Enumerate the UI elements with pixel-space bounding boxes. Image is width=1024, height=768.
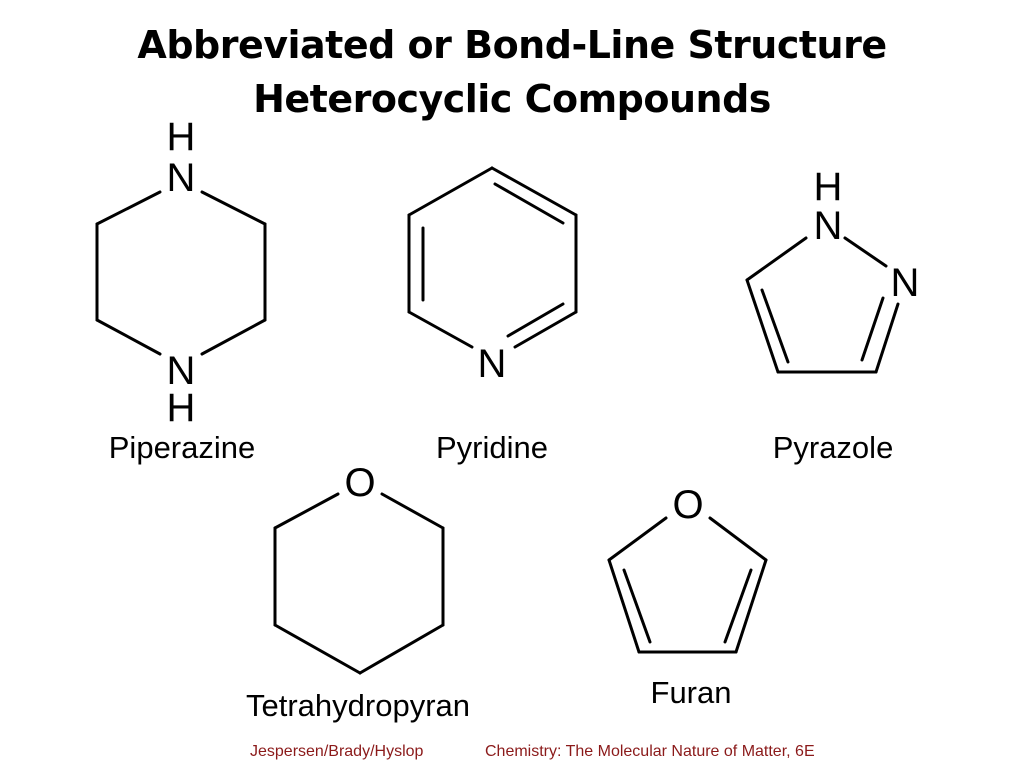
pyridine-n: N [478,342,507,386]
bond [380,492,445,530]
bond [874,302,900,374]
pyrazole-n1: N [814,204,843,248]
footer-authors: Jespersen/Brady/Hyslop [250,743,424,760]
bond [607,516,668,562]
piperazine-structure: H N N H [95,115,267,430]
tetrahydropyran-o: O [344,461,375,505]
tetrahydropyran-label: Tetrahydropyran [245,688,471,723]
pyridine-structure: N [407,166,578,386]
pyrazole-n2: N [891,261,920,305]
bond [513,310,578,349]
double-bond-inner [723,568,753,644]
title-line-2: Heterocyclic Compounds [253,77,771,121]
piperazine-h-top: H [167,115,196,159]
piperazine-label: Piperazine [108,430,256,465]
bond [273,623,362,675]
piperazine-n-top: N [167,156,196,200]
slide-title: Abbreviated or Bond-Line Structure Heter… [0,18,1024,126]
bond [95,318,162,356]
furan-label: Furan [650,675,732,710]
bond [407,166,494,217]
pyrazole-h: H [814,165,843,209]
pyrazole-structure: H N N [745,165,920,374]
bond [745,236,808,282]
furan-o: O [672,483,703,527]
furan-structure: O [607,483,768,654]
bond [734,558,768,654]
title-line-1: Abbreviated or Bond-Line Structure [137,23,887,67]
bond [490,166,578,217]
piperazine-h-bottom: H [167,386,196,430]
double-bond-inner [493,182,565,225]
bond [407,310,474,349]
double-bond-inner [622,568,652,644]
bond [95,190,162,226]
double-bond-inner [760,288,790,364]
bond [745,278,780,374]
double-bond-inner [506,302,565,338]
piperazine-n-bottom: N [167,349,196,393]
bond [200,318,267,356]
pyridine-label: Pyridine [436,430,548,465]
bond [273,492,340,530]
bond [708,516,768,562]
footer-book: Chemistry: The Molecular Nature of Matte… [485,743,815,760]
bond [200,190,267,226]
bond [843,236,888,268]
bond [358,623,445,675]
pyrazole-label: Pyrazole [772,430,894,465]
tetrahydropyran-structure: O [273,461,445,675]
double-bond-inner [860,296,885,362]
bond [607,558,641,654]
